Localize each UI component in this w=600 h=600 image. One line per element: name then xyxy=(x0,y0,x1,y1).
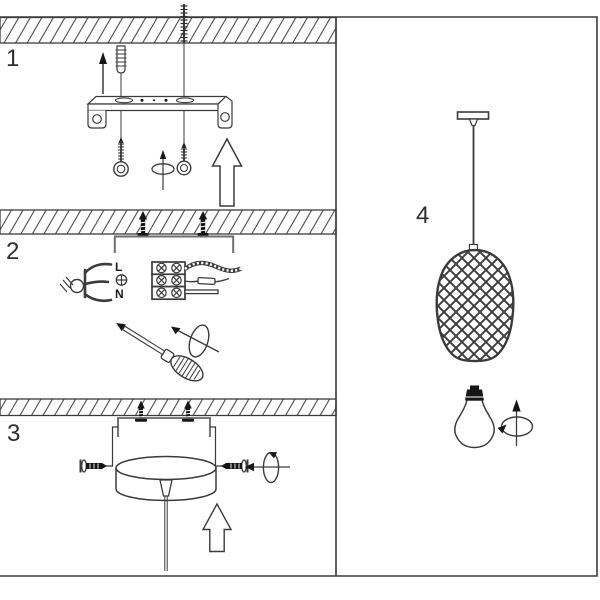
rotate-arrow-icon xyxy=(245,451,290,484)
light-bulb-icon xyxy=(454,385,495,449)
step-2-number: 2 xyxy=(6,238,19,265)
earth-symbol-icon xyxy=(115,274,128,286)
step-2-panel: 2 xyxy=(0,209,337,382)
step-3-number: 3 xyxy=(7,420,20,447)
push-up-arrow-icon xyxy=(201,502,233,553)
braided-wire-icon xyxy=(183,260,242,273)
neutral-label: N xyxy=(115,287,124,301)
push-up-arrow-icon xyxy=(211,137,243,207)
straight-wire-icon xyxy=(184,289,219,295)
step-4-panel: 4 xyxy=(416,111,534,449)
step-4-number: 4 xyxy=(416,202,429,229)
step-3-panel: 3 xyxy=(0,398,337,571)
screw-icon xyxy=(113,137,129,177)
side-screw-icon xyxy=(79,459,107,473)
mounted-bracket-icon xyxy=(113,235,235,253)
wall-anchor-icon xyxy=(115,45,127,140)
ceiling-hatch-band-2 xyxy=(0,209,337,235)
suspension-cord xyxy=(164,496,168,571)
supply-cable-icon xyxy=(59,262,113,303)
screwdriver-icon xyxy=(116,322,204,382)
ceiling-plate-icon xyxy=(456,111,490,127)
screw-icon xyxy=(176,142,192,176)
insert-up-arrow-icon xyxy=(99,52,107,94)
ceiling-hatch-band-3 xyxy=(0,398,337,417)
fixed-screw-icon xyxy=(135,400,147,422)
fixed-screw-icon xyxy=(197,211,209,236)
ceiling-hatch-band-1 xyxy=(0,16,337,44)
tighten-rotate-arrow-icon xyxy=(171,324,220,358)
step-1-panel: 1 xyxy=(0,4,337,207)
ceiling-screw-icon xyxy=(180,4,188,146)
terminal-block-icon xyxy=(151,261,186,301)
step-1-number: 1 xyxy=(6,45,19,72)
fixed-screw-icon xyxy=(182,400,194,422)
rotate-arrow-icon xyxy=(151,150,175,190)
mounting-bracket-icon xyxy=(86,95,233,129)
bulb-rotate-arrow-icon xyxy=(497,399,534,446)
fixed-screw-icon xyxy=(137,211,149,236)
ceiling-canopy-icon xyxy=(115,455,217,502)
cage-shade-icon xyxy=(435,243,515,363)
sleeved-wire-icon xyxy=(184,276,230,286)
live-label: L xyxy=(115,260,122,274)
